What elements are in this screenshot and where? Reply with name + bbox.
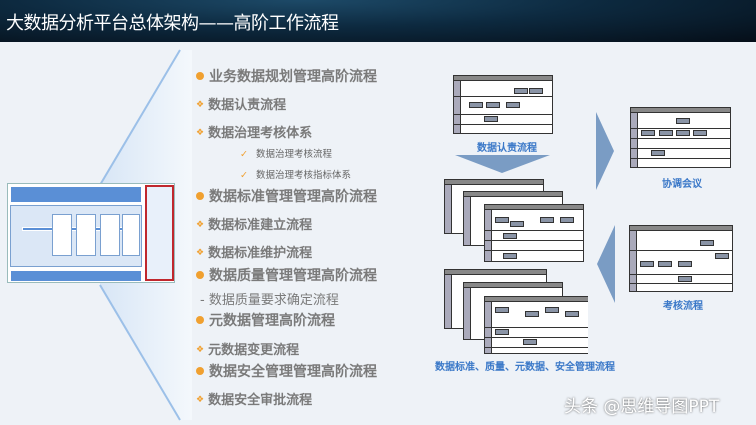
assessment-flow-thumbnail[interactable] — [629, 225, 733, 292]
item-label: 数据标准管理管理高阶流程 — [209, 189, 377, 205]
item-label: 数据治理考核流程 — [255, 149, 332, 160]
watermark: 头条 @思维导图PPT — [564, 397, 720, 417]
accountability-caption: 数据认责流程 — [477, 143, 537, 154]
check-icon: ✓ — [240, 149, 248, 160]
arrow-left-icon — [597, 225, 615, 303]
item-label: 元数据管理高阶流程 — [209, 313, 335, 329]
coordination-caption: 协调会议 — [662, 179, 702, 190]
diamond-icon: ❖ — [196, 248, 205, 258]
item-label: - 数据质量要求确定流程 — [200, 293, 339, 308]
dot-icon — [196, 316, 204, 324]
item-label: 数据认责流程 — [208, 98, 287, 113]
list-item[interactable]: 元数据管理高阶流程 — [196, 310, 335, 330]
item-label: 数据治理考核体系 — [208, 126, 313, 141]
management-caption: 数据标准、质量、元数据、安全管理流程 — [435, 362, 615, 373]
list-item[interactable]: ❖数据认责流程 — [196, 94, 286, 113]
list-item[interactable]: 数据标准管理管理高阶流程 — [196, 186, 377, 206]
item-label: 业务数据规划管理高阶流程 — [209, 69, 377, 85]
list-item[interactable]: 数据安全管理管理高阶流程 — [196, 361, 377, 381]
architecture-diagram — [7, 183, 175, 283]
diamond-icon: ❖ — [196, 100, 205, 110]
arrow-right-icon — [596, 112, 614, 190]
list-item[interactable]: 业务数据规划管理高阶流程 — [196, 66, 377, 86]
item-label: 元数据变更流程 — [208, 343, 300, 358]
arch-col — [52, 214, 72, 256]
list-item[interactable]: ❖数据安全审批流程 — [196, 389, 312, 408]
item-label: 数据质量管理管理高阶流程 — [209, 268, 377, 284]
arch-col — [76, 214, 96, 256]
management-flow-thumbnail[interactable] — [484, 296, 588, 354]
management-flow-thumbnail[interactable] — [484, 204, 584, 262]
list-item[interactable]: ✓ 数据治理考核指标体系 — [240, 167, 351, 181]
item-label: 数据标准建立流程 — [208, 218, 313, 233]
item-label: 数据安全审批流程 — [208, 393, 313, 408]
dot-icon — [196, 367, 204, 375]
list-item[interactable]: ❖数据标准维护流程 — [196, 242, 312, 261]
arch-col — [100, 214, 120, 256]
arch-col — [122, 214, 140, 256]
diamond-icon: ❖ — [196, 128, 205, 138]
list-item[interactable]: ❖元数据变更流程 — [196, 339, 299, 358]
arch-highlight-box — [145, 185, 174, 281]
check-icon: ✓ — [240, 170, 248, 181]
item-label: 数据安全管理管理高阶流程 — [209, 364, 377, 380]
diamond-icon: ❖ — [196, 220, 205, 230]
dot-icon — [196, 72, 204, 80]
list-item[interactable]: 数据质量管理管理高阶流程 — [196, 265, 377, 285]
accountability-flow-thumbnail[interactable] — [453, 75, 553, 134]
assessment-caption: 考核流程 — [663, 301, 703, 312]
dot-icon — [196, 271, 204, 279]
item-label: 数据治理考核指标体系 — [255, 170, 351, 181]
diamond-icon: ❖ — [196, 345, 205, 355]
list-item[interactable]: ❖数据标准建立流程 — [196, 214, 312, 233]
arrow-down-icon — [455, 155, 550, 173]
coordination-flow-thumbnail[interactable] — [630, 107, 731, 168]
title-bar: 大数据分析平台总体架构——高阶工作流程 — [0, 0, 756, 42]
dot-icon — [196, 192, 204, 200]
list-item[interactable]: ✓ 数据治理考核流程 — [240, 146, 332, 160]
list-item[interactable]: ❖数据治理考核体系 — [196, 122, 312, 141]
list-item[interactable]: - 数据质量要求确定流程 — [200, 289, 339, 308]
diamond-icon: ❖ — [196, 395, 205, 405]
arch-bottom-row — [10, 270, 142, 282]
item-label: 数据标准维护流程 — [208, 246, 313, 261]
arch-top-row — [10, 186, 142, 203]
page-title: 大数据分析平台总体架构——高阶工作流程 — [6, 13, 339, 34]
